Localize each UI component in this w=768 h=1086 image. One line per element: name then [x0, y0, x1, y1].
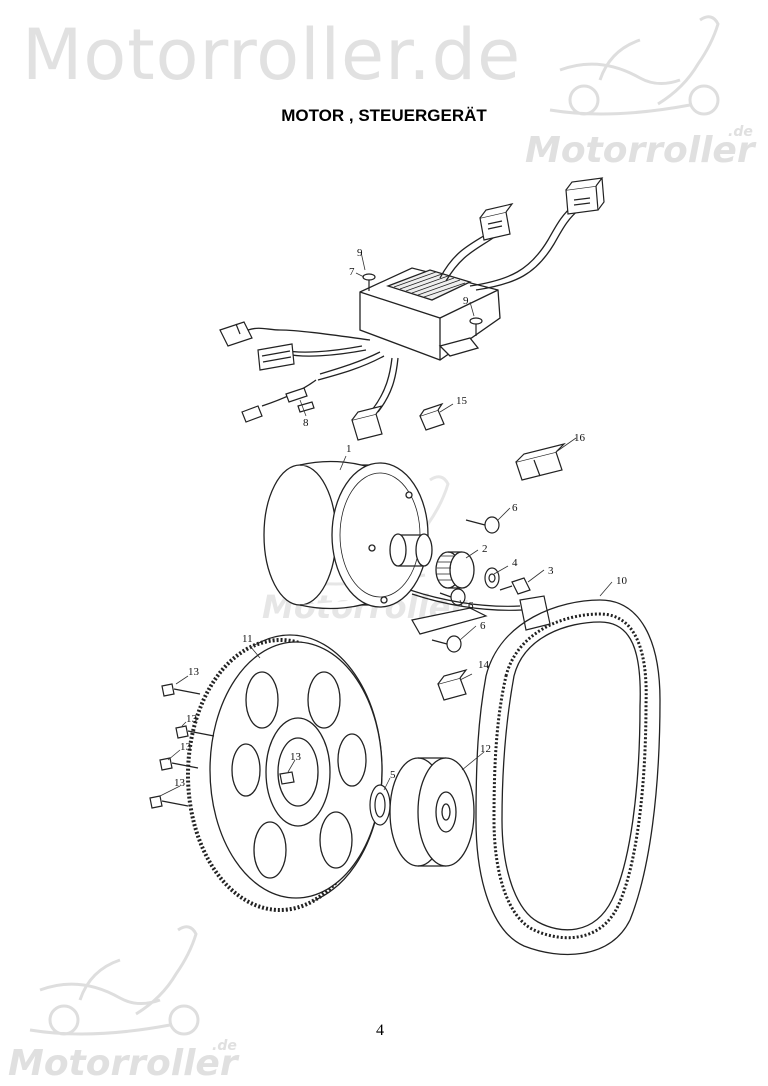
scooter-logo-watermark-top	[549, 15, 720, 116]
callout-10: 10	[616, 575, 628, 587]
page-title: MOTOR , STEUERGERÄT	[281, 106, 487, 125]
connector-bottom	[351, 405, 384, 441]
relay-16	[515, 442, 566, 481]
callout-5: 5	[390, 769, 396, 781]
logo-wordmark-bottom: Motorroller	[8, 1043, 240, 1084]
watermark-text: Motorroller.de	[22, 14, 522, 96]
drive-belt-10	[475, 599, 661, 956]
callout-13-e: 13	[290, 751, 302, 763]
callout-8: 8	[303, 417, 309, 429]
controller-screw-9	[469, 317, 483, 336]
part-callouts: 1 2 3 4 5 6 6 6 7 8 9 9 10 11 12 13 13 1…	[174, 247, 628, 789]
washer-4	[484, 567, 500, 589]
motor-pulley-2	[435, 551, 475, 589]
callout-1: 1	[346, 443, 352, 455]
callout-16: 16	[574, 432, 586, 444]
callout-11: 11	[242, 633, 253, 645]
callout-15: 15	[456, 395, 468, 407]
connector-left	[219, 321, 253, 347]
connector-top-middle	[479, 203, 514, 241]
callout-13-a: 13	[188, 666, 200, 678]
logo-suffix-bottom: .de	[212, 1038, 237, 1054]
callout-6-bottom: 6	[480, 620, 486, 632]
callout-13-b: 13	[186, 713, 198, 725]
logo-wordmark-top: Motorroller	[525, 130, 757, 171]
callout-4: 4	[512, 557, 518, 569]
small-plug	[241, 387, 315, 423]
controller-unit	[359, 267, 501, 361]
idler-pulley-12	[389, 757, 475, 867]
electric-motor	[263, 460, 433, 610]
sensor-bracket	[409, 589, 551, 635]
callout-13-c: 13	[180, 741, 192, 753]
callout-13-d: 13	[174, 777, 186, 789]
callout-6-top: 6	[512, 502, 518, 514]
page-number: 4	[376, 1022, 384, 1039]
callout-2: 2	[482, 543, 488, 555]
callout-3: 3	[548, 565, 554, 577]
bolt-3	[499, 577, 531, 595]
connector-multipin	[257, 343, 295, 371]
rear-pulley-wheel	[186, 634, 383, 912]
logo-suffix-top: .de	[728, 124, 753, 140]
washer-5	[369, 784, 391, 826]
callout-14: 14	[478, 659, 490, 671]
relay-14	[437, 668, 468, 701]
callout-9-left: 9	[357, 247, 363, 259]
relay-15	[419, 402, 445, 431]
callout-6-middle: 6	[468, 600, 474, 612]
leader-lines	[159, 251, 613, 797]
wheel-bolts-13	[149, 683, 295, 809]
callout-9-right: 9	[463, 295, 469, 307]
callout-7: 7	[349, 266, 355, 278]
scooter-logo-watermark-bottom	[29, 925, 200, 1036]
controller-screw-7	[362, 273, 376, 291]
connector-top-right	[565, 177, 605, 215]
callout-12: 12	[480, 743, 491, 755]
